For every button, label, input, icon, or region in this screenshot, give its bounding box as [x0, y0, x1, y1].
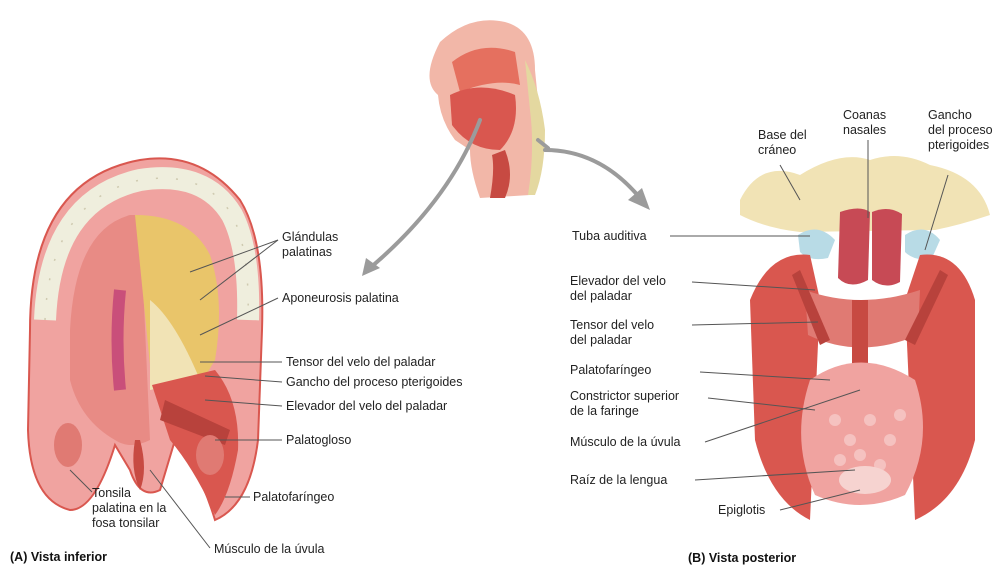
label-line: cráneo — [758, 143, 807, 158]
label-line: Tonsila — [92, 486, 166, 501]
label-glandulas-palatinas: Glándulas palatinas — [282, 230, 338, 260]
panel-b-illustration — [740, 156, 990, 520]
label-elevador-velo-a: Elevador del velo del paladar — [286, 399, 447, 414]
label-musculo-uvula-b: Músculo de la úvula — [570, 435, 680, 450]
label-line: palatina en la — [92, 501, 166, 516]
label-line: nasales — [843, 123, 886, 138]
label-line: de la faringe — [570, 404, 679, 419]
label-palatofaringeo-a: Palatofaríngeo — [253, 490, 334, 505]
caption-vista-inferior: (A) Vista inferior — [10, 550, 107, 564]
label-palatogloso: Palatogloso — [286, 433, 351, 448]
label-line: Base del — [758, 128, 807, 143]
panel-a-illustration — [28, 158, 262, 520]
label-raiz-lengua: Raíz de la lengua — [570, 473, 667, 488]
label-line: Coanas — [843, 108, 886, 123]
label-line: del proceso — [928, 123, 993, 138]
label-base-craneo: Base del cráneo — [758, 128, 807, 158]
label-line: Elevador del velo — [570, 274, 666, 289]
head-sagittal-thumbnail — [429, 20, 545, 198]
label-line: Constrictor superior — [570, 389, 679, 404]
label-elevador-velo-b: Elevador del velo del paladar — [570, 274, 666, 304]
label-tensor-velo-a: Tensor del velo del paladar — [286, 355, 435, 370]
label-line: Gancho — [928, 108, 993, 123]
label-line: Glándulas — [282, 230, 338, 245]
label-tensor-velo-b: Tensor del velo del paladar — [570, 318, 654, 348]
label-line: pterigoides — [928, 138, 993, 153]
label-tuba-auditiva: Tuba auditiva — [572, 229, 647, 244]
label-coanas-nasales: Coanas nasales — [843, 108, 886, 138]
caption-vista-posterior: (B) Vista posterior — [688, 551, 796, 565]
label-line: del paladar — [570, 289, 666, 304]
label-musculo-uvula-a: Músculo de la úvula — [214, 542, 324, 557]
label-aponeurosis-palatina: Aponeurosis palatina — [282, 291, 399, 306]
label-gancho-pterigoides-a: Gancho del proceso pterigoides — [286, 375, 463, 390]
label-palatofaringeo-b: Palatofaríngeo — [570, 363, 651, 378]
label-line: fosa tonsilar — [92, 516, 166, 531]
label-constrictor-superior: Constrictor superior de la faringe — [570, 389, 679, 419]
arrow-to-panel-b — [545, 150, 640, 198]
label-gancho-pterigoides-b: Gancho del proceso pterigoides — [928, 108, 993, 153]
label-line: del paladar — [570, 333, 654, 348]
label-tonsila-palatina: Tonsila palatina en la fosa tonsilar — [92, 486, 166, 531]
label-line: palatinas — [282, 245, 338, 260]
label-epiglotis: Epiglotis — [718, 503, 765, 518]
label-line: Tensor del velo — [570, 318, 654, 333]
